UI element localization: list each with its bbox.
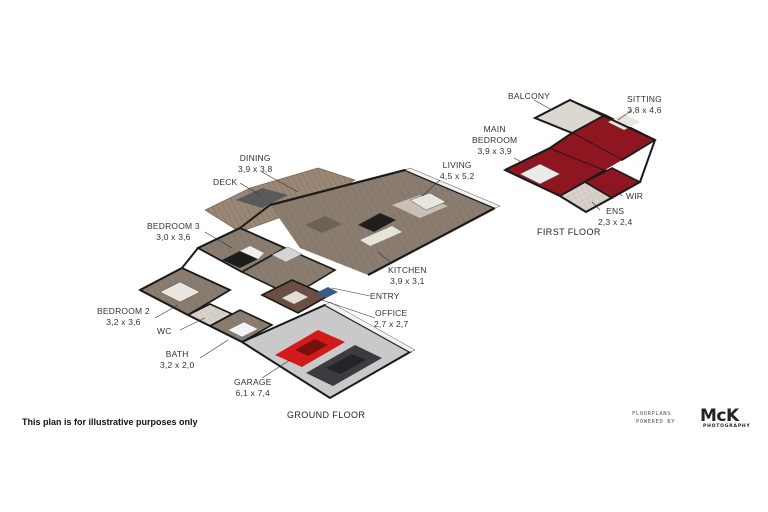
label-bath-name: BATH <box>165 349 189 359</box>
ground-floor-title: GROUND FLOOR <box>287 410 366 420</box>
label-wir: WIR <box>626 191 643 202</box>
label-main-bedroom-dims: 3,9 x 3,9 <box>477 146 512 156</box>
label-garage-dims: 6,1 x 7,4 <box>235 388 270 398</box>
label-kitchen: KITCHEN 3,9 x 3,1 <box>388 265 427 287</box>
stairs <box>271 246 303 263</box>
label-office: OFFICE 2,7 x 2,7 <box>374 308 408 330</box>
ground-floor-plan <box>138 167 501 400</box>
office-desk <box>282 291 308 304</box>
kitchen-bench <box>360 226 402 246</box>
label-balcony-name: BALCONY <box>508 91 551 101</box>
dining-set <box>305 216 342 233</box>
label-kitchen-dims: 3,9 x 3,1 <box>390 276 425 286</box>
entry-mat <box>316 287 338 298</box>
dining-table <box>236 188 288 208</box>
label-bath: BATH 3,2 x 2,0 <box>160 349 194 371</box>
label-ens-name: ENS <box>606 206 625 216</box>
label-sitting: SITTING 3,8 x 4,6 <box>627 94 662 116</box>
label-wir-name: WIR <box>626 191 644 201</box>
label-bedroom-3-name: BEDROOM 3 <box>147 221 200 231</box>
label-dining-name: DINING <box>239 153 271 163</box>
label-living: LIVING 4,5 x 5,2 <box>440 160 474 182</box>
main-bed <box>519 163 561 185</box>
label-office-name: OFFICE <box>375 308 408 318</box>
label-bath-dims: 3,2 x 2,0 <box>160 360 195 370</box>
garage-wall-top <box>324 301 416 353</box>
living-wall-top <box>404 167 501 209</box>
first-floor-wall <box>504 98 657 214</box>
label-bedroom-3: BEDROOM 3 3,0 x 3,6 <box>147 221 200 243</box>
brand-line-2: POWERED BY <box>636 419 676 425</box>
label-entry: ENTRY <box>370 291 400 302</box>
label-bedroom-2: BEDROOM 2 3,2 x 3,6 <box>97 306 150 328</box>
living-wall-front <box>367 207 496 276</box>
dark-car-roof <box>326 354 366 374</box>
brand-photography: PHOTOGRAPHY <box>703 424 751 429</box>
label-main-bedroom-line2: BEDROOM <box>472 135 518 145</box>
label-garage: GARAGE 6,1 x 7,4 <box>234 377 272 399</box>
label-garage-name: GARAGE <box>234 377 272 387</box>
brand-line-1: FLOORPLANS <box>632 411 672 417</box>
bed-2 <box>159 281 201 303</box>
red-car-roof <box>295 339 328 356</box>
label-living-name: LIVING <box>442 160 472 170</box>
label-deck-name: DECK <box>213 177 238 187</box>
label-balcony: BALCONY <box>508 91 550 102</box>
sitting-sofa <box>608 114 640 130</box>
kitchen-island <box>358 213 396 232</box>
label-wc: WC <box>157 326 172 337</box>
first-floor-landing <box>550 133 622 170</box>
label-living-dims: 4,5 x 5,2 <box>440 171 475 181</box>
label-wc-name: WC <box>157 326 172 336</box>
label-dining: DINING 3,9 x 3,8 <box>238 153 272 175</box>
first-floor-title: FIRST FLOOR <box>537 227 601 237</box>
disclaimer-text: This plan is for illustrative purposes o… <box>22 417 198 427</box>
west-wing-wall <box>139 204 271 291</box>
bed-3-linen <box>240 246 264 259</box>
label-ens-dims: 2,3 x 2,4 <box>598 217 633 227</box>
label-dining-dims: 3,9 x 3,8 <box>238 164 273 174</box>
label-bedroom-2-name: BEDROOM 2 <box>97 306 150 316</box>
label-kitchen-name: KITCHEN <box>388 265 427 275</box>
label-entry-name: ENTRY <box>370 291 400 301</box>
label-sitting-name: SITTING <box>627 94 662 104</box>
label-main-bedroom: MAIN BEDROOM 3,9 x 3,9 <box>472 124 517 157</box>
brand-mck-logo: McK <box>700 406 739 426</box>
label-bedroom-2-dims: 3,2 x 3,6 <box>106 317 141 327</box>
bed-3 <box>222 251 258 268</box>
label-office-dims: 2,7 x 2,7 <box>374 319 409 329</box>
label-sitting-dims: 3,8 x 4,6 <box>627 105 662 115</box>
label-main-bedroom-line1: MAIN <box>483 124 506 134</box>
bathtub <box>227 321 259 338</box>
label-deck: DECK <box>213 177 237 188</box>
label-bedroom-3-dims: 3,0 x 3,6 <box>156 232 191 242</box>
west-wing-wall-front <box>139 289 243 343</box>
brand-logo: FLOORPLANS POWERED BY McK PHOTOGRAPHY <box>632 406 758 431</box>
label-ens: ENS 2,3 x 2,4 <box>598 206 632 228</box>
first-floor-plan <box>502 98 657 214</box>
sofa <box>409 192 447 211</box>
leader-lines <box>154 99 633 379</box>
